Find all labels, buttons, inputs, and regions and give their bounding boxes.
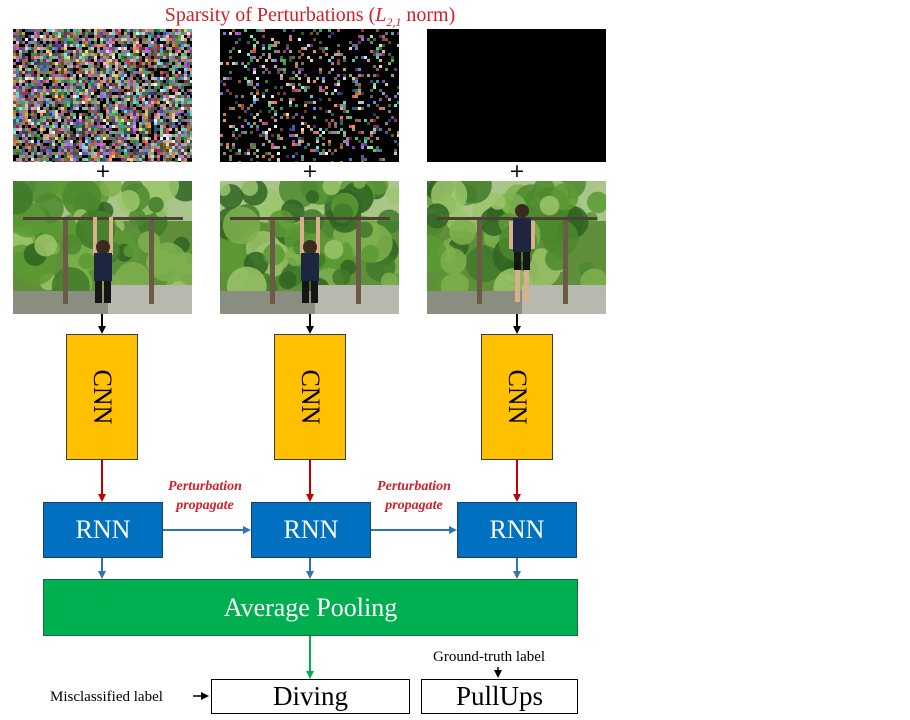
cnn-label: CNN — [503, 369, 532, 425]
perturbation-dense — [13, 29, 192, 162]
propagate-line-2: propagate — [385, 498, 443, 513]
perturbation-sparse — [220, 29, 399, 162]
norm-subscript: 2,1 — [386, 15, 402, 29]
misclassified-label-box: Diving — [211, 679, 410, 714]
cnn-block-1: CNN — [66, 334, 138, 460]
rnn-block-3: RNN — [457, 502, 577, 558]
propagate-line-1: Perturbation — [168, 479, 242, 494]
title-text: Sparsity of Perturbations ( — [164, 4, 376, 26]
title-suffix: norm) — [401, 4, 456, 26]
rnn-block-1: RNN — [43, 502, 163, 558]
average-pooling-block: Average Pooling — [43, 579, 578, 636]
video-frame-3 — [427, 181, 606, 314]
video-frame-1 — [13, 181, 192, 314]
plus-sign: + — [509, 160, 525, 182]
perturbation-none — [427, 29, 606, 162]
figure-title: Sparsity of Perturbations (L2,1 norm) — [0, 2, 620, 35]
cnn-label: CNN — [88, 369, 117, 425]
video-frame-2 — [220, 181, 399, 314]
ground-truth-label-box: PullUps — [421, 679, 578, 714]
ground-truth-note: Ground-truth label — [433, 649, 546, 665]
norm-symbol: L — [375, 4, 387, 26]
perturbation-propagate-label-2: Perturbation propagate — [359, 477, 469, 515]
cnn-label: CNN — [296, 369, 325, 425]
cnn-block-2: CNN — [274, 334, 346, 460]
plus-sign: + — [95, 160, 111, 182]
propagate-line-2: propagate — [176, 498, 234, 513]
misclassified-note: Misclassified label — [50, 689, 163, 705]
rnn-block-2: RNN — [251, 502, 371, 558]
perturbation-propagate-label-1: Perturbation propagate — [150, 477, 260, 515]
propagate-line-1: Perturbation — [377, 479, 451, 494]
plus-sign: + — [302, 160, 318, 182]
cnn-block-3: CNN — [481, 334, 553, 460]
